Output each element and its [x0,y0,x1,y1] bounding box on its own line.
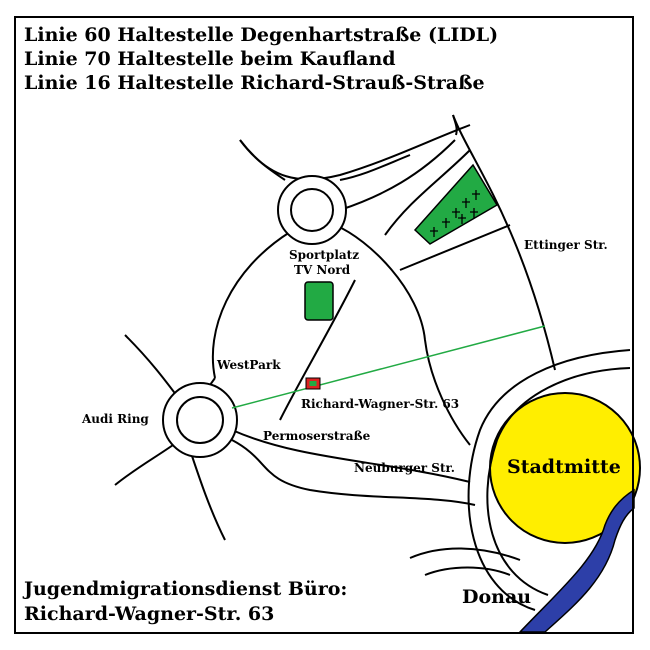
city-ring-road-inner [486,367,631,596]
permoser-road [231,439,476,506]
park-road-bottom [399,224,511,271]
label-sportplatz: Sportplatz [289,248,360,262]
audi-ring-road-s [189,449,226,541]
route-line [231,325,546,409]
donau-river [518,488,635,633]
south-road-lower [424,566,511,576]
city-ring-road [467,349,631,611]
footer-address: Richard-Wagner-Str. 63 [24,603,275,625]
header-line-70: Linie 70 Haltestelle beim Kaufland [24,48,396,70]
sportplatz-field [304,281,334,321]
audi-ring-inner [176,396,224,444]
label-ettinger-str: Ettinger Str. [524,238,608,252]
north-roundabout-inner [290,188,334,232]
ettinger-str-road-west [452,114,458,136]
south-road [409,547,521,561]
label-office: Richard-Wagner-Str. 63 [301,397,460,411]
sportplatz-road [334,224,471,446]
label-neuburger-str: Neuburger Str. [354,461,455,475]
label-audi-ring: Audi Ring [82,412,149,426]
label-westpark: WestPark [217,358,281,372]
footer-title: Jugendmigrationsdienst Büro: [24,578,348,600]
westpark-road [211,231,291,379]
label-permoserstrasse: Permoserstraße [263,429,371,443]
north-roundabout-road-e [339,154,411,181]
map-frame [14,16,634,634]
north-road-lower [339,139,456,211]
label-tv-nord: TV Nord [294,263,351,277]
park-road-top [384,149,471,236]
header-line-60: Linie 60 Haltestelle Degenhartstraße (LI… [24,24,499,46]
richard-wagner-road [279,279,356,421]
park-area [413,163,499,245]
cemetery-crosses [430,190,480,237]
neuburger-str-road [231,429,471,483]
label-donau: Donau [462,586,532,608]
office-marker-inner [309,381,317,386]
north-roundabout-road-w [239,139,286,181]
header-line-16: Linie 16 Haltestelle Richard-Strauß-Stra… [24,72,485,94]
label-stadtmitte: Stadtmitte [507,456,621,478]
ettinger-str-road [452,114,556,371]
